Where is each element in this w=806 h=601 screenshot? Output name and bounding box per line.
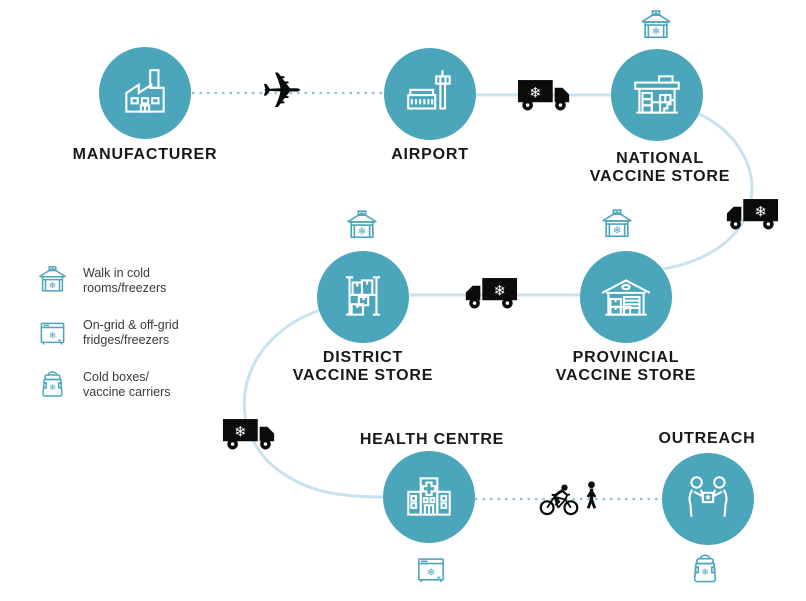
legend-item-fridges-freezers: On-grid & off-grid fridges/freezers xyxy=(36,316,179,349)
legend-label: On-grid & off-grid fridges/freezers xyxy=(83,316,179,348)
national-vaccine-store-label: NATIONAL VACCINE STORE xyxy=(550,150,770,186)
node-health-centre xyxy=(383,451,475,543)
provincial-vaccine-store-label: PROVINCIAL VACCINE STORE xyxy=(516,349,736,385)
fridge-freezer-icon xyxy=(36,316,69,349)
legend-item-walk-in-cold-rooms: Walk in cold rooms/freezers xyxy=(36,264,166,297)
national-warehouse-icon xyxy=(634,75,680,114)
cold-box-icon xyxy=(687,551,723,587)
legend-label-line: Walk in cold xyxy=(83,266,150,280)
legend-label: Cold boxes/ vaccine carriers xyxy=(83,368,171,400)
legend-label-line: fridges/freezers xyxy=(83,333,170,347)
legend-label-line: vaccine carriers xyxy=(83,385,171,399)
label-line: VACCINE STORE xyxy=(292,367,434,384)
legend-label-line: On-grid & off-grid xyxy=(83,318,179,332)
legend-item-cold-boxes: Cold boxes/ vaccine carriers xyxy=(36,368,171,401)
route-district-health-centre xyxy=(242,307,384,499)
walking-person-icon xyxy=(581,480,602,519)
label-line: VACCINE STORE xyxy=(555,367,697,384)
walk-in-cold-room-icon xyxy=(344,208,380,244)
label-line: DISTRICT xyxy=(322,349,404,366)
storage-shelves-icon xyxy=(345,276,381,316)
legend-label-line: Cold boxes/ xyxy=(83,370,150,384)
provincial-warehouse-icon xyxy=(601,279,651,316)
walk-in-cold-room-icon xyxy=(36,264,69,297)
node-outreach xyxy=(662,453,754,545)
refrigerated-truck-icon xyxy=(723,196,779,238)
label-line: NATIONAL xyxy=(616,150,704,167)
node-national-vaccine-store xyxy=(611,49,703,141)
walk-in-cold-room-icon xyxy=(599,207,635,243)
route-national-provincial xyxy=(662,112,754,271)
hospital-icon xyxy=(407,477,451,516)
refrigerated-truck-icon xyxy=(517,77,573,119)
walk-in-cold-room-icon xyxy=(638,8,674,44)
node-airport xyxy=(384,48,476,140)
airport-label: AIRPORT xyxy=(391,146,469,163)
node-manufacturer xyxy=(99,47,191,139)
health-centre-label: HEALTH CENTRE xyxy=(359,431,505,448)
people-exchanging-vaccines-icon xyxy=(688,476,728,517)
fridge-freezer-icon xyxy=(413,551,449,587)
factory-icon xyxy=(125,69,165,113)
bicycle-courier-icon xyxy=(538,482,580,522)
outreach-label: OUTREACH xyxy=(658,430,756,447)
manufacturer-label: MANUFACTURER xyxy=(72,146,218,163)
district-vaccine-store-label: DISTRICT VACCINE STORE xyxy=(253,349,473,385)
refrigerated-truck-icon xyxy=(222,416,278,458)
airport-icon xyxy=(407,70,451,110)
label-line: PROVINCIAL xyxy=(572,349,680,366)
node-district-vaccine-store xyxy=(317,251,409,343)
cold-box-icon xyxy=(36,368,69,401)
node-provincial-vaccine-store xyxy=(580,251,672,343)
label-line: VACCINE STORE xyxy=(589,168,731,185)
refrigerated-truck-icon xyxy=(462,275,518,317)
legend-label-line: rooms/freezers xyxy=(83,281,167,295)
airplane-icon: ✈ xyxy=(261,62,303,120)
legend-label: Walk in cold rooms/freezers xyxy=(83,264,166,296)
